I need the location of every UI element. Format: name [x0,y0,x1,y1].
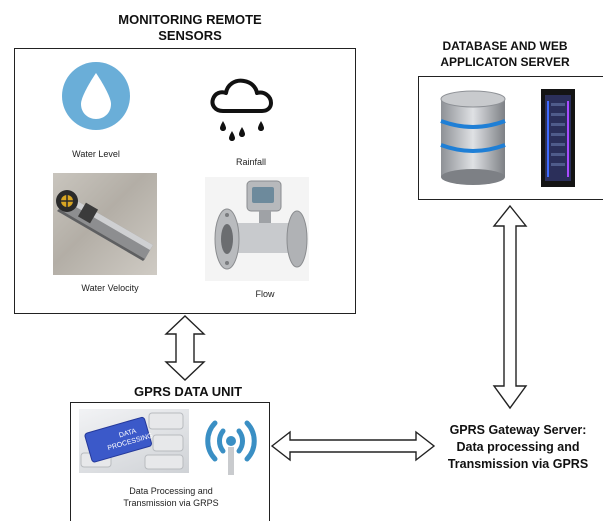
flow-meter-image [205,177,309,281]
database-gateway-arrow [492,204,528,410]
water-level-label: Water Level [72,149,120,159]
database-title-line2: APPLICATON SERVER [440,55,570,69]
gprs-unit-caption: Data Processing and Transmission via GRP… [101,485,241,509]
gateway-line3: Transmission via GPRS [447,457,589,471]
database-title-line1: DATABASE AND WEB [442,39,568,53]
sensors-title-line2: SENSORS [158,28,222,43]
flow-label: Flow [255,289,275,299]
water-velocity-label: Water Velocity [81,283,139,293]
water-velocity-sensor-image [53,173,157,275]
wireless-signal-icon [201,413,261,477]
keyboard-image: DATA PROCESSING [79,409,189,473]
gprs-unit-box: DATA PROCESSING Data Processing and Tran… [70,402,270,521]
sensors-box: Water Level Rainfall Water Velocity [14,48,356,314]
gprs-unit-caption-line2: Transmission via GRPS [123,498,219,508]
water-drop-icon [61,61,131,131]
gprs-gateway-arrow [270,430,436,462]
server-rack-icon [541,89,575,187]
sensors-title-line1: MONITORING REMOTE [118,12,262,27]
rainfall-label: Rainfall [235,157,266,167]
rain-cloud-icon [207,75,277,145]
gprs-unit-caption-line1: Data Processing and [129,486,213,496]
sensors-title: MONITORING REMOTE SENSORS [70,12,310,44]
database-title: DATABASE AND WEB APPLICATON SERVER [402,38,603,70]
database-box [418,76,603,200]
gprs-unit-title: GPRS DATA UNIT [133,384,243,399]
gateway-line1: GPRS Gateway Server: [449,423,587,437]
sensors-gprs-arrow [164,315,206,381]
gateway-line2: Data processing and [456,440,580,454]
gateway-server-label: GPRS Gateway Server: Data processing and… [436,422,600,473]
database-icon [437,89,509,185]
